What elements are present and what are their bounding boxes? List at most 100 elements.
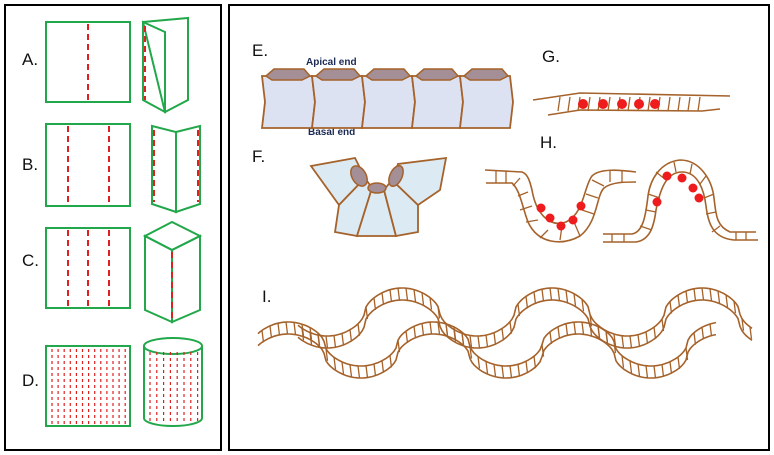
panel-i-cell-wall xyxy=(661,364,665,377)
panel-i-cell-wall xyxy=(517,364,521,377)
panel-i-cell-wall xyxy=(629,360,633,373)
panel-e-cell xyxy=(458,75,514,129)
panel-i-cell-wall xyxy=(613,333,617,347)
panel-i-cell-wall xyxy=(485,361,489,374)
panel-g-label: G. xyxy=(542,47,560,66)
panel-i-cell-wall xyxy=(501,328,505,341)
panel-h-cell-wall xyxy=(673,161,677,173)
panel-i-cell-wall xyxy=(373,297,377,310)
panel-h-cell-wall xyxy=(645,209,657,213)
panel-i-cell-wall xyxy=(461,332,465,345)
panel-h-cell-wall xyxy=(512,177,521,187)
panel-i-cell-wall xyxy=(597,326,601,339)
panel-h-nuclei xyxy=(536,171,704,231)
panel-h-nucleus xyxy=(556,221,566,231)
panel-e-apical-cap xyxy=(414,68,460,81)
panel-h-cell-wall xyxy=(699,175,707,185)
panel-d-cylinder-body xyxy=(143,346,203,427)
panel-h-cell-wall xyxy=(705,211,717,215)
panel-g-apical-line xyxy=(532,92,731,101)
panel-i-cell-wall xyxy=(709,288,713,301)
panel-i-cell-wall xyxy=(437,322,441,335)
panel-h-cell-wall xyxy=(525,219,539,223)
panel-i-cell-wall xyxy=(341,361,345,374)
basal-end-label: Basal end xyxy=(308,127,355,138)
panel-i-cell-wall xyxy=(685,291,689,304)
panel-e-cell-row xyxy=(260,68,514,129)
right-frame xyxy=(228,4,770,451)
panel-d-label: D. xyxy=(22,371,39,390)
panel-i-cell-wall xyxy=(525,361,529,374)
panel-h-cell-wall xyxy=(689,163,693,175)
panel-i-cell-wall xyxy=(325,335,329,349)
panel-g-nucleus xyxy=(598,99,608,109)
panel-i-cell-wall xyxy=(669,301,673,314)
panel-h-cell-wall xyxy=(581,209,595,215)
panel-d-flat-sheet xyxy=(45,345,131,427)
panel-g-cell-wall xyxy=(627,96,631,112)
panel-e-cell xyxy=(410,75,464,129)
panel-i-cell-wall xyxy=(557,326,561,339)
panel-i-cell-wall xyxy=(397,340,401,353)
panel-g-cell-wall xyxy=(677,96,681,112)
panel-i-cell-wall xyxy=(677,295,681,308)
panel-i-cell-wall xyxy=(365,365,369,378)
panel-i-cell-wall xyxy=(541,344,545,357)
panel-i-cell-wall xyxy=(565,323,569,336)
panel-h-nucleus xyxy=(545,213,555,223)
panel-i-cell-wall xyxy=(589,323,593,336)
panel-i-cell-wall xyxy=(525,296,529,309)
panel-i-cell-wall xyxy=(357,323,361,336)
panel-c: C. xyxy=(22,220,203,324)
panel-c-folded-right-leaf xyxy=(171,234,201,324)
panel-b-label: B. xyxy=(22,155,38,174)
left-frame xyxy=(4,4,222,451)
panel-i-cell-wall xyxy=(421,323,425,336)
panel-e-cell xyxy=(310,75,366,129)
panel-h-label: H. xyxy=(540,133,557,152)
panel-i-cell-wall xyxy=(429,297,433,310)
panel-b-flat-sheet xyxy=(45,123,131,207)
panel-i-cell-wall xyxy=(301,324,305,337)
panel-i-cell-wall xyxy=(709,323,713,337)
apical-end-label: Apical end xyxy=(306,57,357,68)
panel-h-cell-wall xyxy=(573,221,581,237)
panel-i-cell-wall xyxy=(581,322,585,335)
panel-h-nucleus xyxy=(576,201,586,211)
panel-i-cell-wall xyxy=(453,326,457,340)
panel-f: F. xyxy=(252,147,448,238)
panel-a-folded-right-leaf xyxy=(141,16,189,114)
panel-g-cell-wall xyxy=(647,96,651,112)
panel-h-nucleus xyxy=(677,173,687,183)
panel-b: B. xyxy=(22,123,201,214)
panel-i-cell-wall xyxy=(605,331,609,344)
panel-i-cell-wall xyxy=(749,326,753,339)
panel-e: E. Apical end Basal end xyxy=(252,41,514,138)
panel-i-cell-wall xyxy=(397,288,401,301)
panel-i-cell-wall xyxy=(685,347,689,361)
panel-i-cell-wall xyxy=(693,288,697,301)
panel-g-cell-wall xyxy=(687,96,691,112)
panel-i-cell-wall xyxy=(341,333,345,346)
panel-i-cell-wall xyxy=(645,331,649,344)
panel-i-cell-wall xyxy=(621,335,625,348)
panel-g-cell-walls xyxy=(557,96,701,112)
panel-i-cell-wall xyxy=(653,327,657,340)
panel-i-cell-wall xyxy=(269,325,273,338)
panel-h-nucleus xyxy=(662,171,672,181)
panel-i-cell-walls xyxy=(261,287,753,378)
panel-i-cell-wall xyxy=(421,292,425,305)
panel-i-cell-wall xyxy=(541,289,545,302)
panel-h-cell-wall xyxy=(517,191,529,197)
panel-i-cell-wall xyxy=(717,290,721,304)
panel-b-folded-left-leaf xyxy=(151,124,177,214)
panel-h-cell-wall xyxy=(703,193,715,199)
panel-i-cell-wall xyxy=(373,363,377,377)
panel-i-cell-wall xyxy=(637,334,641,347)
panel-g-nucleus xyxy=(578,99,588,109)
panel-h-lower-inner xyxy=(603,171,758,243)
panel-i-cell-wall xyxy=(389,289,393,302)
panel-i-cell-wall xyxy=(693,332,697,345)
panel-i-cell-wall xyxy=(517,303,521,316)
panel-h-cell-wall xyxy=(591,179,605,187)
